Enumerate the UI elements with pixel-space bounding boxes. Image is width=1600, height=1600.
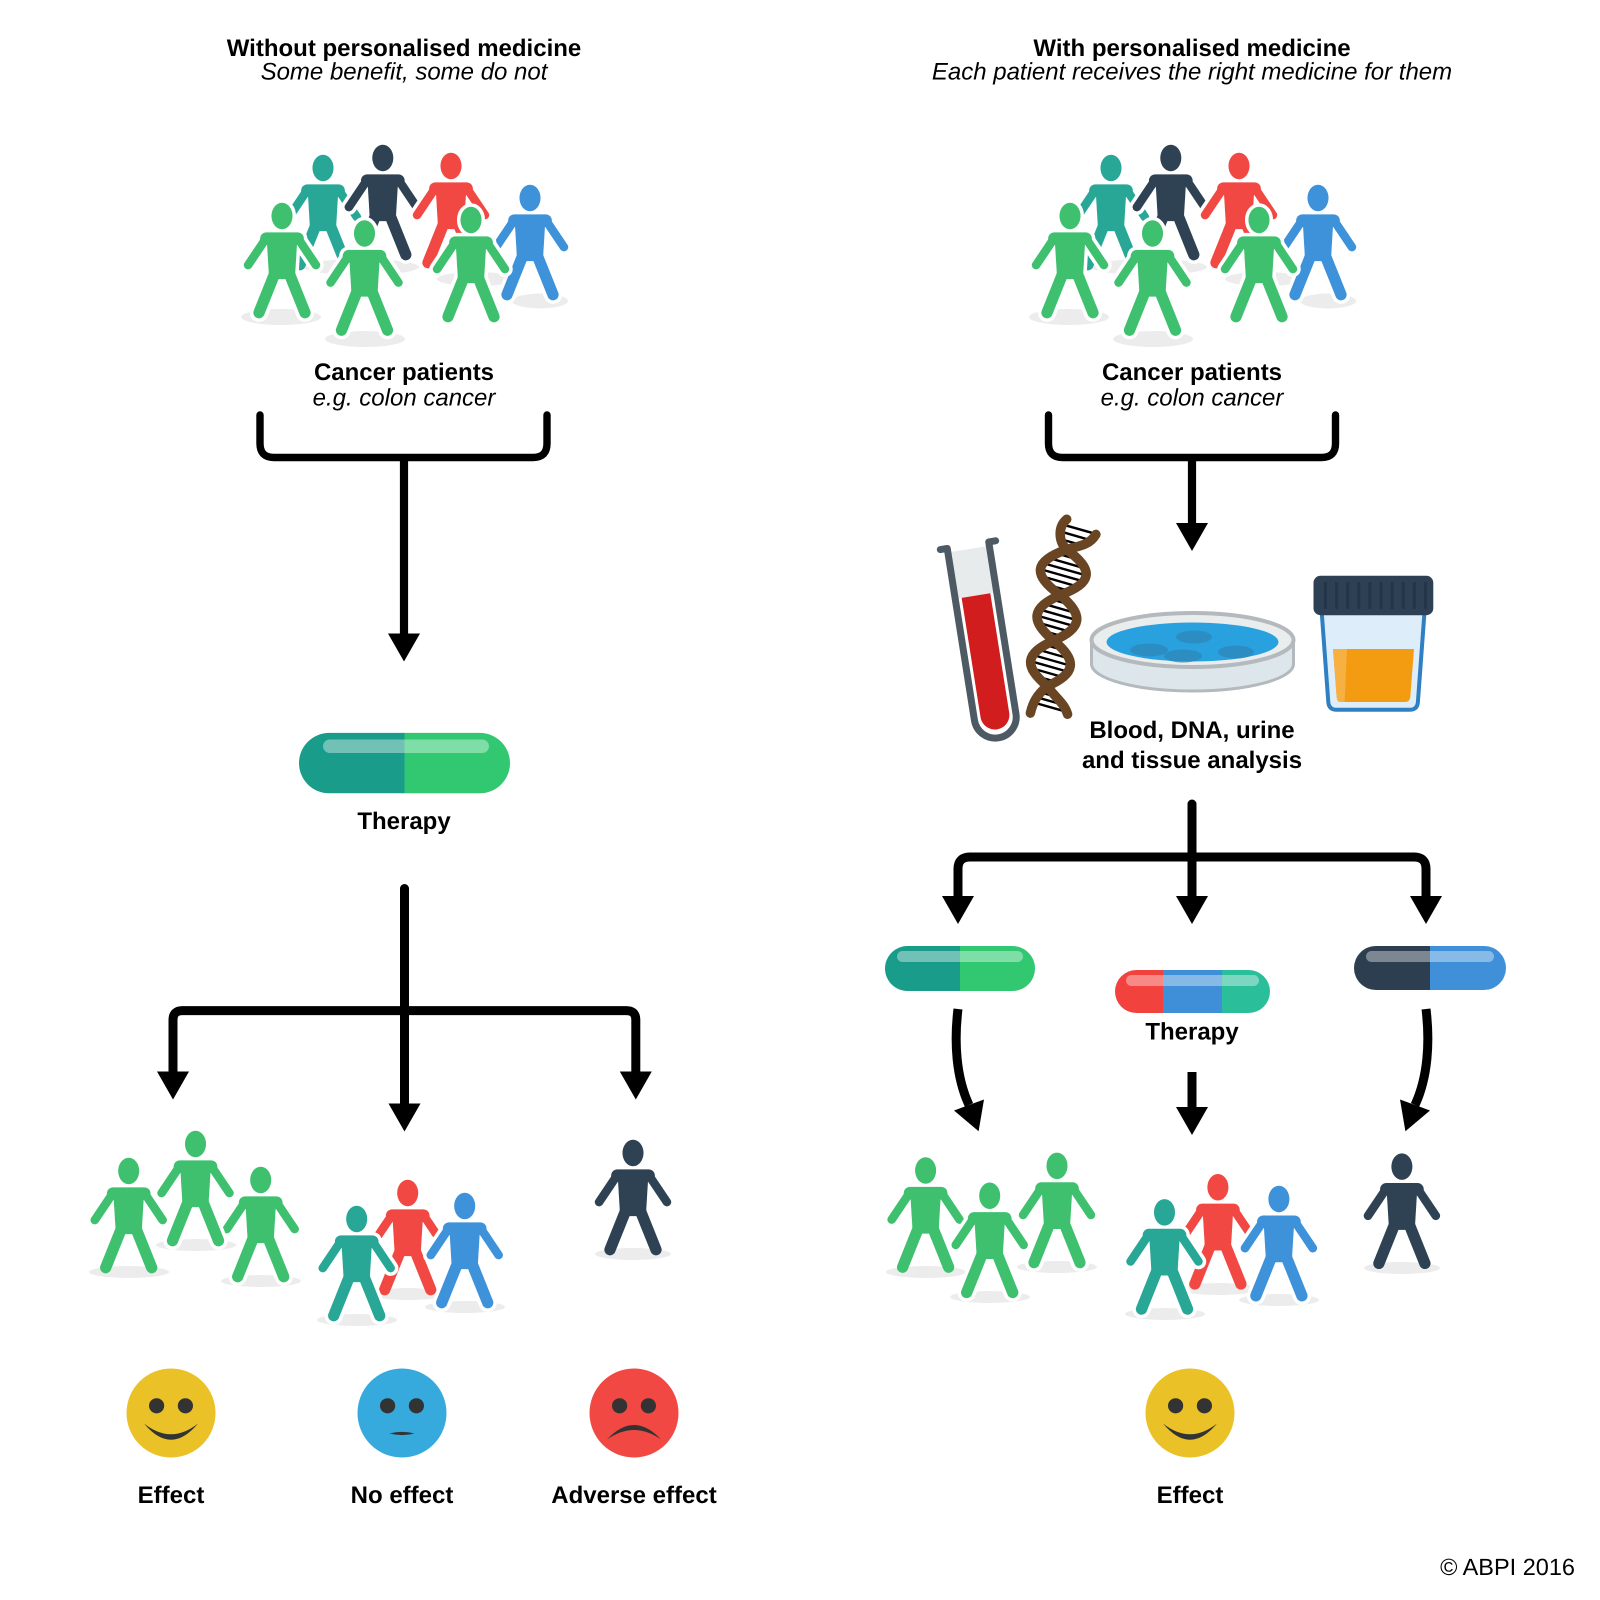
svg-text:Cancer patients: Cancer patients	[1102, 359, 1282, 386]
svg-text:Effect: Effect	[138, 1482, 205, 1509]
svg-text:Cancer patients: Cancer patients	[314, 359, 494, 386]
svg-text:e.g. colon cancer: e.g. colon cancer	[313, 385, 497, 412]
svg-text:© ABPI 2016: © ABPI 2016	[1440, 1554, 1575, 1580]
svg-text:Some benefit, some do not: Some benefit, some do not	[261, 59, 549, 86]
svg-text:Effect: Effect	[1157, 1482, 1224, 1509]
svg-text:Each patient receives the righ: Each patient receives the right medicine…	[932, 59, 1452, 86]
svg-text:e.g. colon cancer: e.g. colon cancer	[1101, 385, 1285, 412]
svg-text:and tissue analysis: and tissue analysis	[1082, 747, 1302, 774]
svg-text:Therapy: Therapy	[1145, 1019, 1239, 1046]
svg-text:Blood, DNA, urine: Blood, DNA, urine	[1089, 717, 1294, 744]
svg-text:Without personalised medicine: Without personalised medicine	[227, 35, 582, 62]
svg-text:Adverse effect: Adverse effect	[551, 1482, 716, 1509]
svg-text:With personalised medicine: With personalised medicine	[1033, 35, 1350, 62]
svg-text:Therapy: Therapy	[357, 808, 451, 835]
svg-text:No effect: No effect	[351, 1482, 454, 1509]
